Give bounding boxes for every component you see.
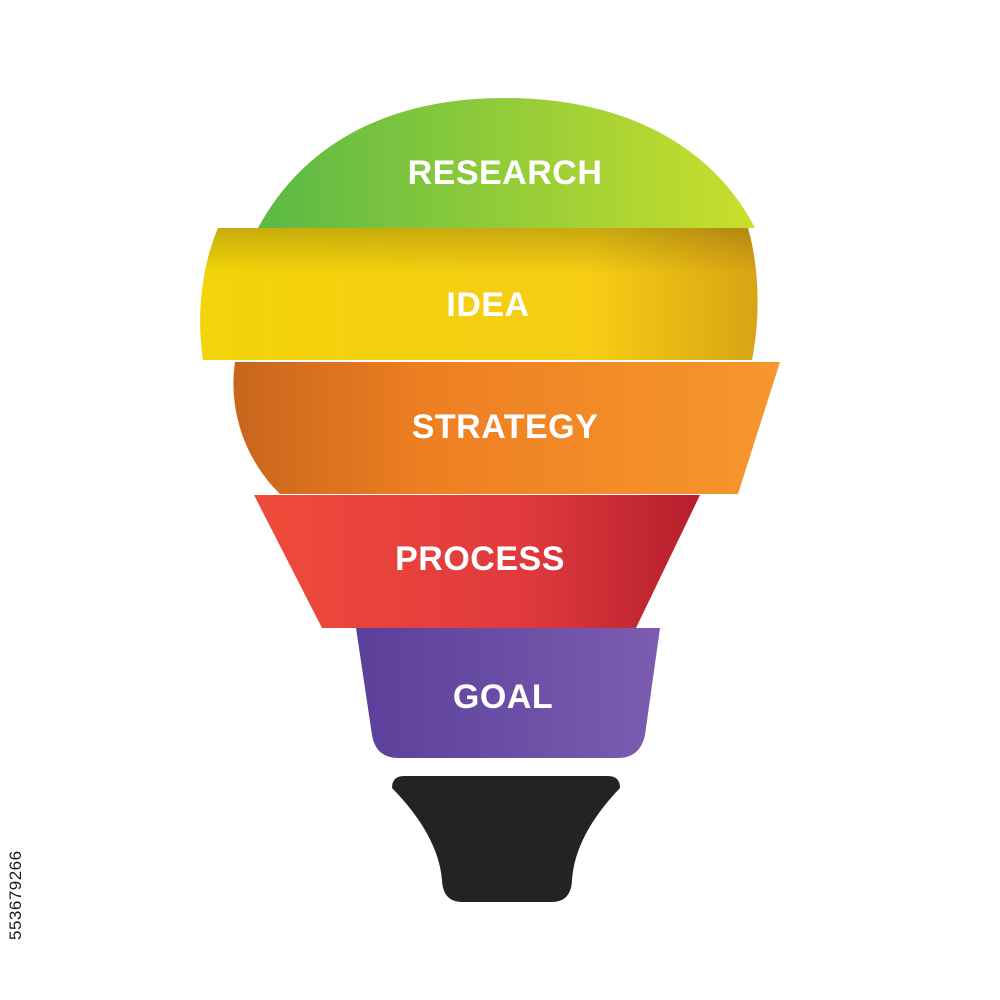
idea-shade [200, 228, 758, 360]
stage-research-segment [258, 98, 755, 228]
stock-id-watermark: 553679266 [6, 850, 25, 940]
stage-strategy-segment [233, 362, 781, 494]
stage-process-segment [254, 495, 700, 628]
stage-goal-segment [356, 628, 660, 758]
stage-strategy-label: STRATEGY [412, 408, 599, 446]
stage-research-label: RESEARCH [408, 154, 603, 192]
bulb-base-icon [392, 776, 620, 902]
stage-idea-label: IDEA [446, 286, 529, 324]
stage-process-label: PROCESS [395, 540, 565, 578]
stage-goal-label: GOAL [453, 678, 553, 716]
